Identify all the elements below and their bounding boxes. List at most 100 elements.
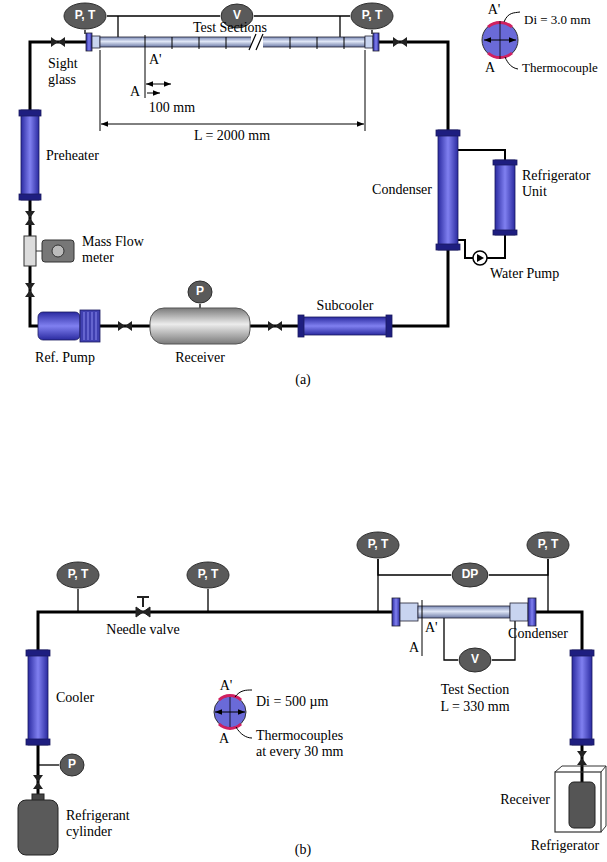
water-pump — [473, 251, 487, 265]
part-label: Preheater — [46, 148, 126, 164]
signal-line — [77, 589, 78, 612]
needle-valve — [136, 607, 150, 617]
signal-line — [371, 30, 372, 34]
subcooler — [298, 315, 392, 337]
subcooler — [298, 315, 304, 337]
cross-section — [504, 12, 520, 22]
part-label: Thermocouples at every 30 mm — [256, 728, 356, 759]
part-label: Subcooler — [305, 298, 385, 314]
tick-mark — [145, 35, 344, 98]
mass-flow-meter — [24, 236, 74, 266]
part-label: Receiver — [160, 350, 240, 366]
gauge-outline — [459, 648, 491, 672]
preheater — [21, 110, 39, 200]
cross-section — [505, 57, 518, 69]
signal-line — [84, 30, 85, 34]
refrigerator-unit — [493, 160, 517, 165]
condenser — [438, 130, 458, 250]
refrigerant-cylinder — [18, 794, 58, 855]
receiver-tank — [150, 308, 250, 344]
valve — [51, 37, 65, 47]
valve — [393, 37, 407, 47]
section-line — [422, 600, 423, 656]
valve — [268, 321, 282, 331]
dimension: L = 330 mm — [425, 699, 525, 715]
gauge-circle: P, T — [186, 561, 230, 589]
preheater — [19, 194, 41, 200]
signal-line — [378, 559, 451, 575]
test-section-tube — [365, 36, 373, 48]
signal-line — [85, 16, 372, 308]
gauge-label: DP — [462, 568, 479, 581]
cooler — [26, 650, 50, 656]
signal-line — [38, 559, 548, 765]
condenser — [436, 130, 460, 136]
pipe — [38, 612, 392, 650]
condenser — [436, 130, 460, 250]
valve — [118, 321, 132, 331]
part-label: Needle valve — [93, 622, 193, 638]
part-label: Ref. Pump — [25, 350, 105, 366]
break-mark — [249, 34, 263, 50]
refrigerator-unit — [495, 160, 515, 235]
pipe — [390, 250, 448, 326]
gauge-label: P, T — [538, 538, 558, 551]
refrigerant-cylinder — [18, 800, 58, 855]
refrigerator-box — [555, 766, 606, 832]
dimension: 100 mm — [140, 100, 204, 116]
section-mark: A — [401, 640, 419, 656]
cooler — [26, 739, 50, 745]
cooler — [28, 650, 48, 745]
section-mark: A' — [149, 52, 169, 68]
tick-mark — [145, 35, 146, 98]
subcooler — [300, 317, 390, 335]
valve — [577, 751, 587, 765]
part-label: Condenser — [352, 182, 432, 198]
cross-section — [236, 727, 252, 738]
condenser — [570, 650, 594, 745]
valve — [25, 37, 407, 331]
signal-line — [339, 16, 340, 38]
gauge-circle: P — [59, 753, 85, 777]
gauge-outline — [527, 532, 569, 558]
part-label: Test Section — [425, 682, 525, 698]
gauge-outline — [187, 562, 229, 588]
signal-line — [107, 15, 220, 16]
needle-valve — [136, 597, 150, 617]
gauge-label: P, T — [68, 568, 88, 581]
figure-label: (a) — [283, 372, 323, 388]
condenser — [570, 650, 594, 656]
part-label: Refrigerant cylinder — [66, 808, 146, 839]
cross-section — [214, 696, 246, 728]
cooler — [26, 650, 50, 745]
dimension: Di = 500 µm — [256, 694, 366, 710]
test-section-tube — [400, 603, 418, 621]
valve — [25, 283, 35, 297]
dimension: Di = 3.0 mm — [524, 13, 606, 28]
pipe — [379, 42, 448, 130]
pipe — [38, 612, 582, 800]
test-section-tube — [92, 36, 100, 48]
section-line — [422, 600, 423, 656]
valve — [25, 211, 35, 225]
pipe — [30, 42, 448, 326]
dimension-line — [147, 93, 160, 94]
water-pump — [477, 254, 484, 262]
ref-pump — [38, 312, 80, 340]
section-mark: A' — [216, 678, 236, 694]
refrigerator-box — [569, 782, 595, 828]
gauge-label: P, T — [362, 9, 382, 22]
refrigerator-unit — [493, 230, 517, 235]
part-label: Receiver — [480, 792, 550, 808]
section-mark: A' — [484, 2, 504, 18]
test-section-tube — [528, 598, 536, 626]
gauge-label: P, T — [368, 538, 388, 551]
cross-section — [484, 40, 516, 41]
refrigerator-box — [555, 766, 606, 832]
water-line — [458, 150, 505, 160]
gauge-label: P, T — [198, 568, 218, 581]
gauge-label: P — [68, 758, 76, 771]
mass-flow-meter — [36, 251, 42, 252]
test-section-tube — [86, 33, 92, 51]
ref-pump — [84, 312, 96, 340]
